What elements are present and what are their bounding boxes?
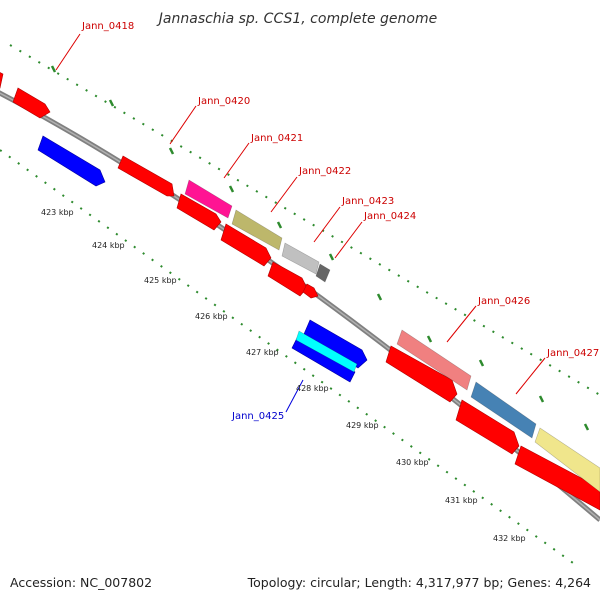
tick-label: 424 kbp (92, 241, 125, 250)
ruler-tick-labels: 423 kbp 424 kbp 425 kbp 426 kbp 427 kbp … (41, 208, 526, 543)
cds-feature[interactable] (267, 261, 308, 297)
forward-cog-track (184, 179, 600, 493)
gene-label-jann-0422[interactable]: Jann_0422 (298, 166, 351, 177)
gene-label-jann-0425[interactable]: Jann_0425 (231, 411, 284, 422)
cds-feature[interactable] (12, 87, 51, 119)
cds-feature[interactable] (303, 319, 368, 369)
tick-label: 430 kbp (396, 458, 429, 467)
gene-labels: Jann_0418 Jann_0420 Jann_0421 Jann_0422 … (81, 21, 599, 422)
tick-label: 429 kbp (346, 421, 379, 430)
reverse-cog-track (295, 330, 358, 373)
cog-feature[interactable] (231, 209, 283, 251)
cog-feature[interactable] (184, 179, 233, 219)
cog-feature[interactable] (396, 329, 472, 391)
topology-text: Topology: circular; Length: 4,317,977 bp… (247, 575, 591, 590)
forward-cds-track (0, 70, 600, 511)
outer-ruler-ticks (50, 65, 590, 431)
gene-label-jann-0420[interactable]: Jann_0420 (197, 96, 250, 107)
tick-label: 427 kbp (246, 348, 279, 357)
gene-label-jann-0424[interactable]: Jann_0424 (363, 211, 416, 222)
gene-label-jann-0426[interactable]: Jann_0426 (477, 296, 530, 307)
cds-feature[interactable] (176, 193, 222, 231)
cog-feature[interactable] (295, 330, 358, 373)
gene-label-jann-0421[interactable]: Jann_0421 (250, 133, 303, 144)
gene-label-jann-0423[interactable]: Jann_0423 (341, 196, 394, 207)
reverse-cds-track (37, 135, 368, 383)
cds-feature[interactable] (37, 135, 106, 187)
tick-label: 423 kbp (41, 208, 74, 217)
tick-label: 431 kbp (445, 496, 478, 505)
cds-feature[interactable] (385, 345, 458, 403)
cog-feature[interactable] (534, 427, 600, 493)
cds-feature[interactable] (514, 445, 600, 511)
map-title: Jannaschia sp. CCS1, complete genome (156, 11, 437, 27)
tick-label: 432 kbp (493, 534, 526, 543)
cds-feature[interactable] (117, 155, 175, 197)
cog-feature[interactable] (281, 242, 320, 275)
cds-feature[interactable] (220, 223, 272, 267)
tick-label: 425 kbp (144, 276, 177, 285)
cog-feature[interactable] (470, 381, 537, 439)
label-leader-lines (55, 33, 546, 413)
accession-text: Accession: NC_007802 (10, 575, 152, 590)
gene-label-jann-0418[interactable]: Jann_0418 (81, 21, 134, 32)
tick-label: 426 kbp (195, 312, 228, 321)
cds-feature[interactable] (0, 70, 4, 89)
cds-feature[interactable] (455, 399, 520, 455)
gene-label-jann-0427[interactable]: Jann_0427 (546, 348, 599, 359)
cds-feature[interactable] (302, 283, 319, 299)
tick-label: 428 kbp (296, 384, 329, 393)
cog-feature[interactable] (315, 263, 331, 283)
inner-ruler-dotted (0, 149, 579, 566)
